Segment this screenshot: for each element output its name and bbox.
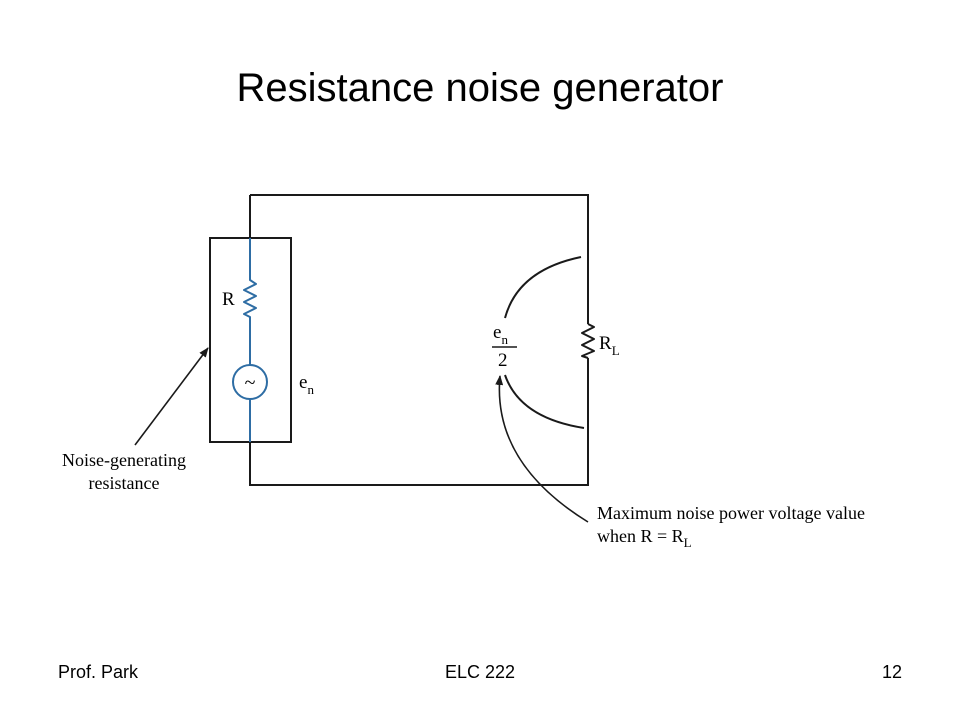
max-caption-arrow: [495, 375, 589, 523]
source-label: en: [299, 372, 314, 397]
voltage-arc-bottom: [504, 374, 585, 429]
half-voltage-num-main: e: [493, 322, 501, 343]
noise-caption-arrow: [134, 347, 209, 446]
source-label-main: e: [299, 372, 307, 393]
load-label-sub: L: [612, 343, 620, 358]
half-voltage-num-sub: n: [501, 332, 508, 347]
footer-page-number: 12: [881, 662, 902, 682]
load-label-main: R: [599, 333, 612, 354]
footer-author: Prof. Park: [58, 662, 139, 682]
noise-caption-line1: Noise-generating: [62, 450, 186, 470]
source-symbol: ~: [245, 372, 256, 394]
max-caption-line2-sub: L: [684, 535, 692, 550]
load-resistor-icon: [581, 323, 595, 359]
source-label-sub: n: [307, 382, 314, 397]
voltage-arc-top: [504, 256, 582, 319]
half-voltage-numerator: en: [493, 322, 508, 347]
footer-course: ELC 222: [444, 662, 516, 682]
max-caption-line2: when R = RL: [597, 526, 692, 550]
max-caption-line1: Maximum noise power voltage value: [597, 503, 865, 523]
load-resistor-label: RL: [599, 333, 620, 358]
circuit-wire-loop: [249, 194, 589, 486]
max-caption-line2-main: when R = R: [597, 526, 684, 546]
resistor-label: R: [222, 289, 235, 310]
noise-caption-line2: resistance: [89, 473, 160, 493]
internal-resistor-wire: [243, 238, 257, 365]
slide-title: Resistance noise generator: [236, 66, 724, 110]
half-voltage-denominator: 2: [498, 350, 508, 371]
